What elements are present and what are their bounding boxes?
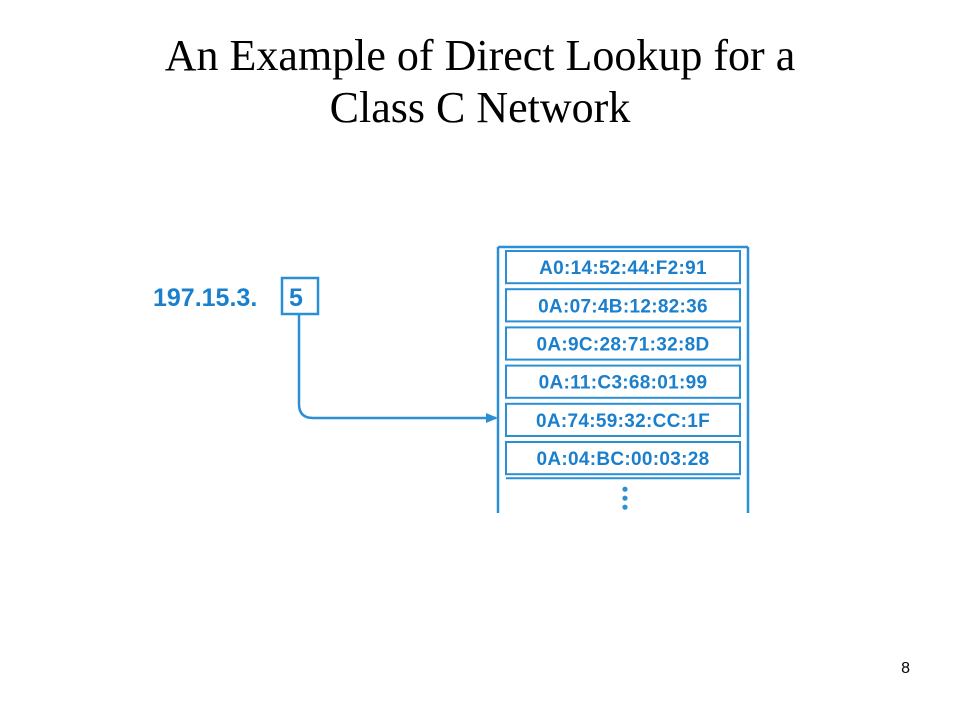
mac-address-entry: A0:14:52:44:F2:91	[539, 258, 707, 279]
lookup-arrow	[297, 314, 498, 423]
ip-address-prefix: 197.15.3.	[153, 284, 257, 312]
mac-address-table: A0:14:52:44:F2:91 0A:07:4B:12:82:36 0A:9C:…	[496, 245, 750, 513]
table-cell	[505, 326, 741, 361]
host-octet: 5	[289, 284, 303, 312]
slide-title-line-1: An Example of Direct Lookup for a	[164, 31, 796, 80]
table-cell	[505, 288, 741, 323]
mac-address-entry: 0A:9C:28:71:32:8D	[536, 335, 709, 356]
mac-address-entry: 0A:04:BC:00:03:28	[536, 449, 709, 470]
table-cell	[505, 250, 741, 285]
table-cell	[505, 402, 741, 437]
mac-address-entry: 0A:07:4B:12:82:36	[538, 296, 708, 317]
continuation-dots-icon	[622, 486, 628, 510]
page-number: 8	[901, 660, 910, 677]
table-cell	[505, 364, 741, 399]
mac-address-entry: 0A:11:C3:68:01:99	[539, 373, 708, 394]
table-cell	[505, 441, 741, 476]
slide-title-line-2: Class C Network	[329, 83, 631, 132]
mac-address-entry: 0A:74:59:32:CC:1F	[536, 411, 710, 432]
slide-title: An Example of Direct Lookup for a Class …	[60, 30, 900, 134]
